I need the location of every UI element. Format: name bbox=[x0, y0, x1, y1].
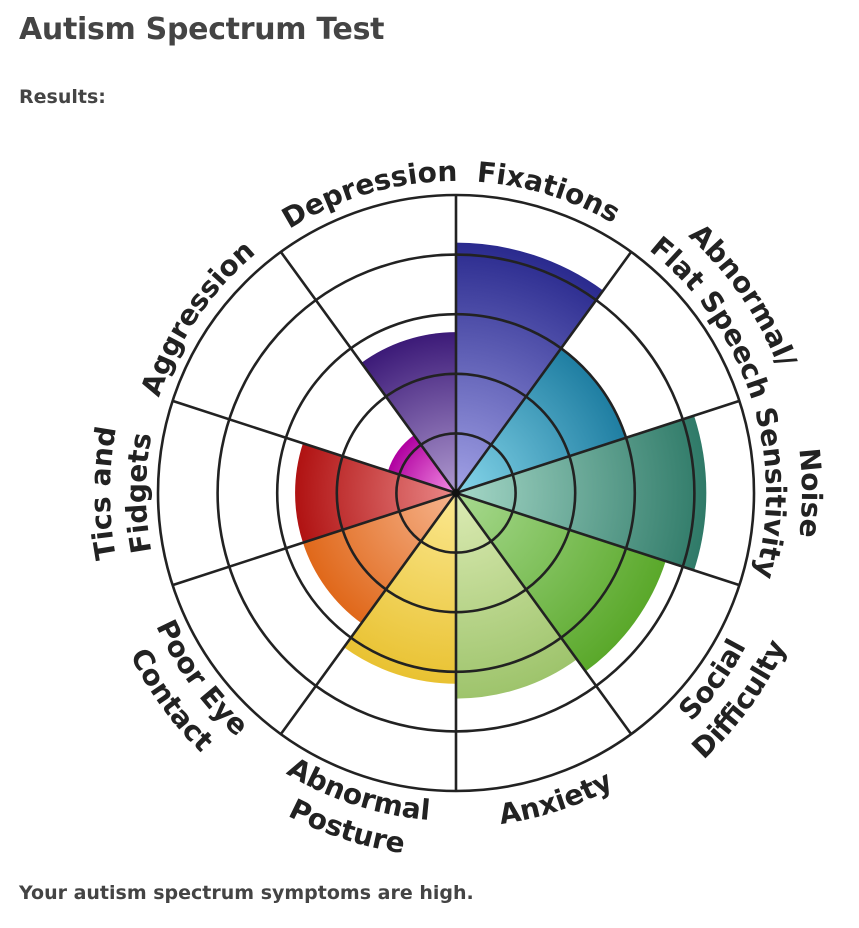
category-label-text: Aggression bbox=[134, 234, 261, 400]
category-label-text: Tics and bbox=[84, 424, 123, 562]
grid-spoke bbox=[279, 492, 458, 735]
page-title: Autism Spectrum Test bbox=[19, 12, 385, 47]
wedge-abnormal-flat-speech bbox=[456, 348, 627, 493]
grid-spoke bbox=[454, 492, 633, 735]
center-dot bbox=[452, 489, 460, 497]
result-summary: Your autism spectrum symptoms are high. bbox=[19, 882, 474, 904]
wedge-noise-sensitivity bbox=[456, 415, 707, 571]
category-label-text: Fidgets bbox=[120, 430, 158, 556]
category-label: Tics and bbox=[84, 424, 123, 562]
grid-spoke bbox=[454, 251, 633, 494]
category-label-text: Fixations bbox=[476, 156, 626, 230]
wedge-poor-eye-contact bbox=[302, 493, 456, 624]
grid bbox=[156, 193, 756, 793]
category-label: Fidgets bbox=[120, 430, 158, 556]
category-label: Aggression bbox=[134, 234, 261, 400]
grid-spoke bbox=[279, 251, 458, 494]
grid-spoke bbox=[455, 491, 740, 587]
grid-spoke bbox=[172, 399, 457, 495]
grid-spoke bbox=[455, 399, 740, 495]
wedge-tics-and-fidgets bbox=[295, 443, 456, 543]
wedge-aggression bbox=[387, 435, 456, 493]
wedge-depression bbox=[361, 332, 456, 493]
category-label: Noise bbox=[792, 447, 828, 540]
wedge-social-difficulty bbox=[456, 493, 666, 672]
category-label: Fixations bbox=[476, 156, 626, 230]
category-label-text: Noise bbox=[792, 447, 828, 540]
results-label: Results: bbox=[19, 86, 106, 108]
wedge-fixations bbox=[456, 242, 604, 493]
wedge-abnormal-posture bbox=[343, 493, 456, 684]
grid-spoke bbox=[172, 491, 457, 587]
